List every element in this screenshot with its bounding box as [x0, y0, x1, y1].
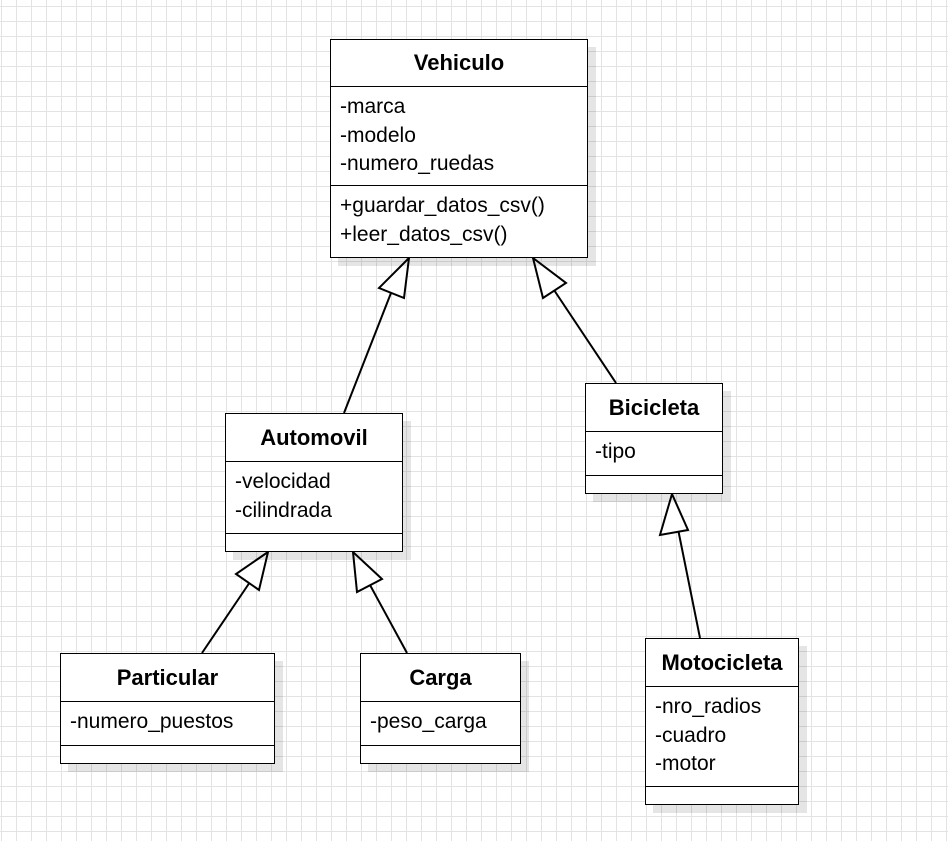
attribute: -tipo — [595, 440, 636, 463]
class-operations — [586, 476, 722, 482]
class-name: Motocicleta — [646, 639, 798, 687]
class-name: Bicicleta — [586, 384, 722, 432]
generalization-motocicleta-bicicleta — [658, 491, 701, 639]
generalization-automovil-vehiculo — [343, 255, 411, 414]
attribute: -numero_puestos — [70, 710, 234, 733]
attribute: -velocidad — [235, 470, 331, 493]
class-operations: +guardar_datos_csv() +leer_datos_csv() — [331, 186, 587, 249]
class-bicicleta[interactable]: Bicicleta -tipo — [585, 383, 723, 494]
attribute: -cilindrada — [235, 498, 332, 522]
class-name: Carga — [361, 654, 520, 702]
operation: +guardar_datos_csv() — [340, 194, 545, 217]
class-automovil[interactable]: Automovil -velocidad -cilindrada — [225, 413, 403, 552]
class-motocicleta[interactable]: Motocicleta -nro_radios -cuadro -motor — [645, 638, 799, 805]
attribute: -motor — [655, 752, 716, 775]
class-name: Automovil — [226, 414, 402, 462]
class-attributes: -tipo — [586, 432, 722, 476]
class-name: Vehiculo — [331, 40, 587, 87]
class-attributes: -marca -modelo -numero_ruedas — [331, 87, 587, 186]
class-vehiculo[interactable]: Vehiculo -marca -modelo -numero_ruedas +… — [330, 39, 588, 258]
attribute: -modelo — [340, 123, 416, 147]
class-attributes: -velocidad -cilindrada — [226, 462, 402, 534]
class-name: Particular — [61, 654, 274, 702]
operation: +leer_datos_csv() — [340, 222, 508, 246]
attribute: -peso_carga — [370, 710, 487, 733]
class-particular[interactable]: Particular -numero_puestos — [60, 653, 275, 764]
class-operations — [226, 534, 402, 540]
attribute: -cuadro — [655, 723, 727, 747]
generalization-particular-automovil — [201, 549, 270, 654]
attribute: -nro_radios — [655, 695, 762, 718]
class-operations — [361, 746, 520, 752]
class-attributes: -numero_puestos — [61, 702, 274, 746]
generalization-bicicleta-vehiculo — [531, 255, 617, 384]
class-operations — [646, 787, 798, 793]
class-attributes: -peso_carga — [361, 702, 520, 746]
class-attributes: -nro_radios -cuadro -motor — [646, 687, 798, 787]
class-operations — [61, 746, 274, 752]
class-carga[interactable]: Carga -peso_carga — [360, 653, 521, 764]
attribute: -marca — [340, 95, 406, 118]
attribute: -numero_ruedas — [340, 152, 495, 175]
generalization-carga-automovil — [351, 549, 408, 654]
